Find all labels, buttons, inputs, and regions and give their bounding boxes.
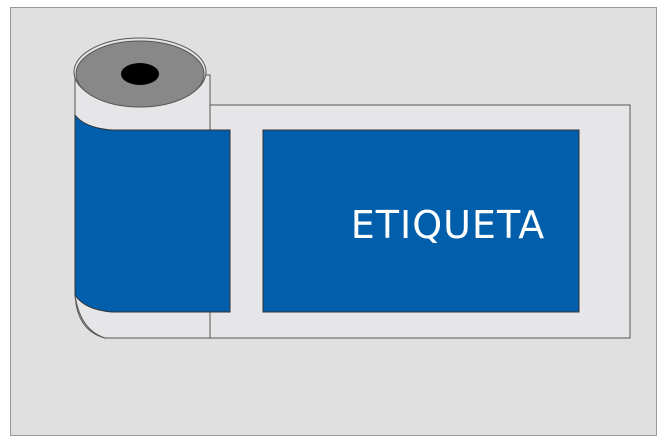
wrapped-label bbox=[75, 115, 230, 312]
core-hole bbox=[121, 63, 159, 85]
label-text: ETIQUETA bbox=[351, 203, 545, 247]
